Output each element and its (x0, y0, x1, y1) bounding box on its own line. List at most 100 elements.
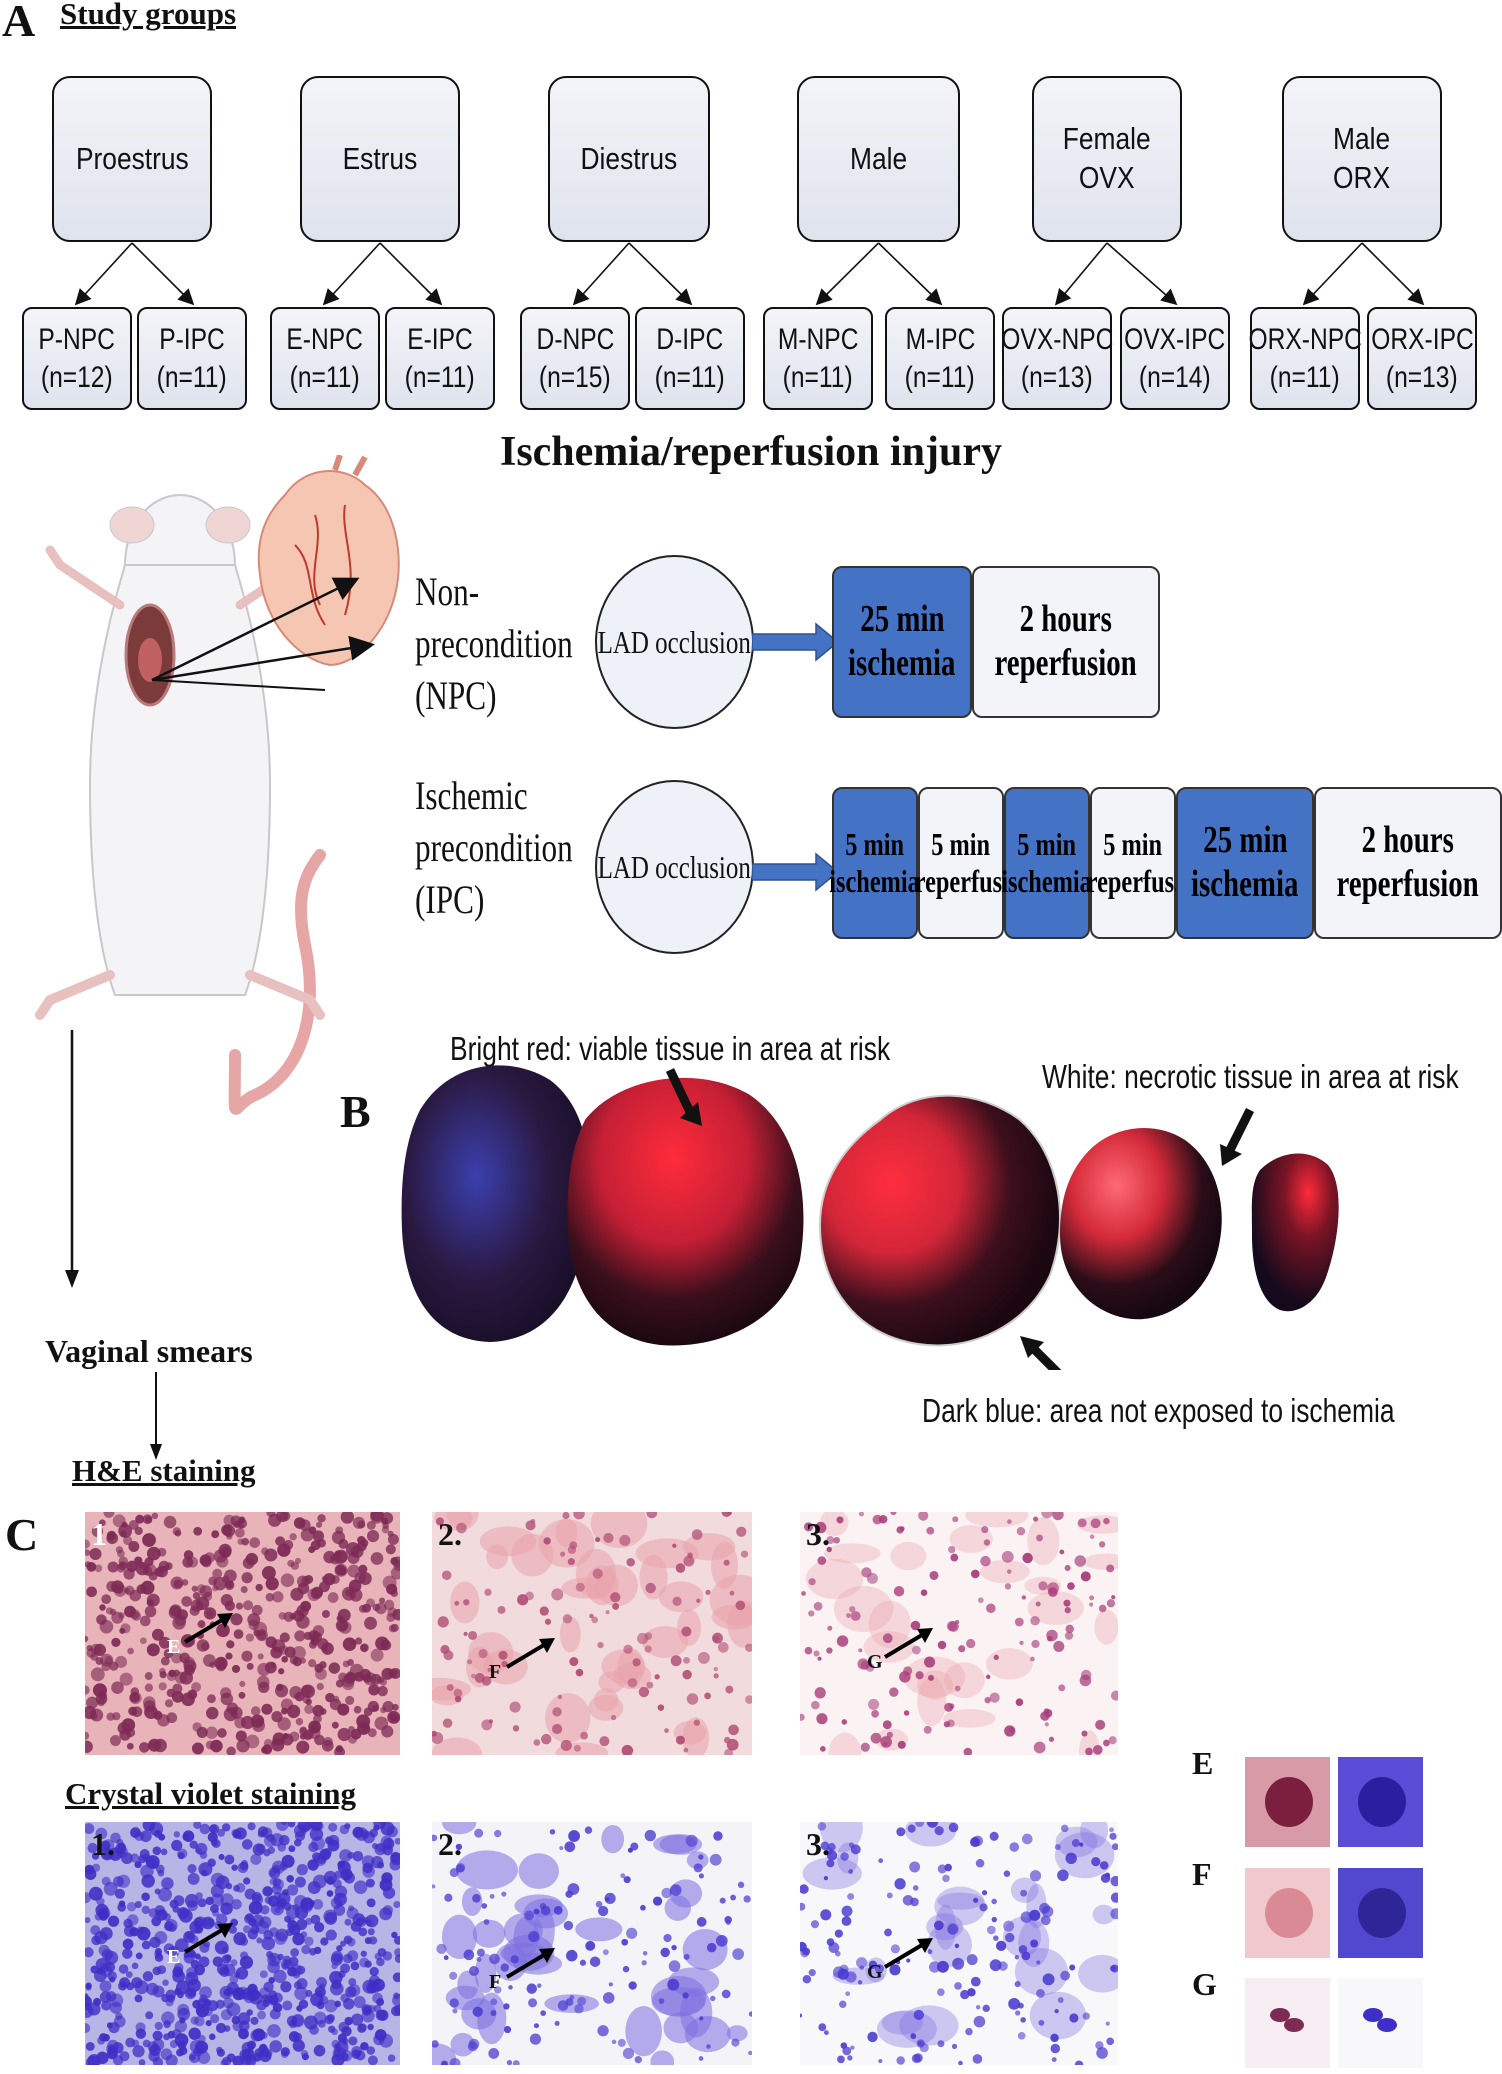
npc-lad-occlusion: LAD occlusion (595, 555, 754, 729)
micrograph-texture (85, 1512, 400, 1755)
group-connector-line (74, 242, 133, 306)
ipc-lad-occlusion: LAD occlusion (595, 780, 754, 954)
micrograph-texture (432, 1822, 752, 2065)
micrograph-number: 3. (806, 1516, 830, 1552)
panel-b-letter: B (340, 1086, 371, 1137)
segment-text: ischemia (848, 642, 956, 684)
heart-slices (401, 1065, 1339, 1370)
subgroup-box: P-IPC (n=11) (137, 307, 247, 410)
subgroup-name: M-NPC (777, 323, 859, 356)
segment-text: 5 min (1017, 826, 1077, 863)
inset-image-F-2 (1338, 1868, 1423, 1958)
panel-a-letter: A (2, 0, 36, 46)
subgroup-name: E-IPC (407, 323, 473, 356)
micrograph-texture (800, 1512, 1118, 1755)
subgroup-name: D-NPC (536, 323, 614, 356)
group-box-1: Estrus (300, 76, 460, 242)
group-connector-line (815, 242, 880, 306)
group-label-line: Estrus (342, 140, 418, 176)
subgroup-n: (n=11) (905, 360, 975, 394)
subgroup-n: (n=13) (1386, 360, 1458, 394)
group-box-3: Male (797, 76, 960, 242)
rat-down-arrow (65, 1030, 79, 1288)
group-connector-line (572, 242, 630, 306)
micrograph-cv-1: 1.E (85, 1822, 400, 2065)
ir-title: Ischemia/reperfusion injury (499, 429, 1003, 475)
subgroup-n: (n=11) (655, 360, 725, 394)
npc-label: Non- precondition (NPC) (415, 566, 617, 722)
group-connector-line (1106, 242, 1178, 306)
group-label-line: OVX (1079, 160, 1135, 195)
micrograph-cell-label: G (867, 1651, 883, 1673)
group-label-line: Male (849, 140, 908, 176)
rat-illustration (35, 493, 326, 1115)
micrograph-number: 3. (806, 1826, 830, 1862)
group-connector-line (379, 242, 443, 306)
heart-pointer-lines (151, 577, 375, 691)
inset-cell (1270, 2008, 1290, 2022)
group-label-line: Female (1063, 121, 1151, 157)
ipc-label-line2: precondition (415, 825, 573, 870)
he-staining-heading: H&E staining (72, 1453, 256, 1488)
segment-text: 2 hours (1361, 819, 1455, 862)
micrograph-cell-label: G (867, 1961, 883, 1983)
group-connector-line (1054, 242, 1108, 306)
subgroup-box: OVX-IPC (n=14) (1120, 307, 1230, 410)
slice-2 (567, 1077, 804, 1346)
ipc-label-line1: Ischemic (415, 773, 528, 818)
group-connectors (74, 242, 1425, 306)
inset-cell (1265, 1888, 1313, 1938)
segment-text: 25 min (859, 598, 945, 641)
group-connector-line (322, 242, 381, 306)
inset-image-F-1 (1245, 1868, 1330, 1958)
group-label-line: ORX (1333, 160, 1391, 195)
subgroup-box: ORX-IPC(n=13) (1367, 307, 1477, 410)
subgroup-box: ORX-NPC(n=11) (1248, 307, 1362, 410)
vaginal-smears-label: Vaginal smears (45, 1333, 253, 1369)
segment-text: reperfusion (1336, 863, 1480, 905)
micrograph-cell-label: F (489, 1971, 502, 1993)
subgroup-name: P-NPC (38, 323, 116, 356)
subgroup-n: (n=12) (41, 360, 113, 394)
subgroup-box: P-NPC (n=12) (22, 307, 132, 410)
subgroup-n: (n=13) (1021, 360, 1093, 394)
npc-label-line2: precondition (415, 621, 573, 666)
subgroup-n: (n=11) (783, 360, 853, 394)
inset-image-E-2 (1338, 1757, 1423, 1847)
group-connector-line (131, 242, 195, 306)
segment-text: 5 min (1103, 826, 1163, 863)
inset-cell (1358, 1777, 1406, 1827)
segment-text: 5 min (931, 826, 991, 863)
npc-label-line1: Non- (415, 569, 480, 614)
group-label-line: Male (1333, 121, 1391, 157)
segment-text: reperfus. (914, 863, 1008, 899)
inset-cell (1265, 1777, 1313, 1827)
slice-3 (818, 1094, 1061, 1347)
ipc-label: Ischemic precondition (IPC) (415, 770, 617, 926)
smear-down-arrow (150, 1372, 162, 1460)
segment-text: 5 min (845, 826, 905, 863)
subgroup-n: (n=14) (1139, 360, 1211, 394)
micrograph-cv-2: 2.F (432, 1822, 752, 2065)
subgroup-n: (n=11) (1270, 360, 1340, 394)
micrograph-cell-label: E (167, 1636, 181, 1658)
inset-letter-E: E (1192, 1745, 1214, 1781)
subgroup-box: M-NPC (n=11) (763, 307, 873, 410)
note-bright-red: Bright red: viable tissue in area at ris… (450, 1030, 891, 1067)
npc-label-line3: (NPC) (415, 673, 497, 718)
segment-text: ischemia (1191, 863, 1299, 905)
subgroup-name: OVX-IPC (1124, 323, 1226, 356)
subgroup-n: (n=11) (157, 360, 227, 394)
subgroup-n: (n=11) (405, 360, 475, 394)
inset-cell (1358, 1888, 1406, 1938)
npc-arrow (752, 622, 840, 662)
panel-c-letter: C (5, 1509, 39, 1560)
micrograph-he-3: 3. G (800, 1512, 1118, 1755)
subgroup-name: P-IPC (159, 323, 225, 356)
